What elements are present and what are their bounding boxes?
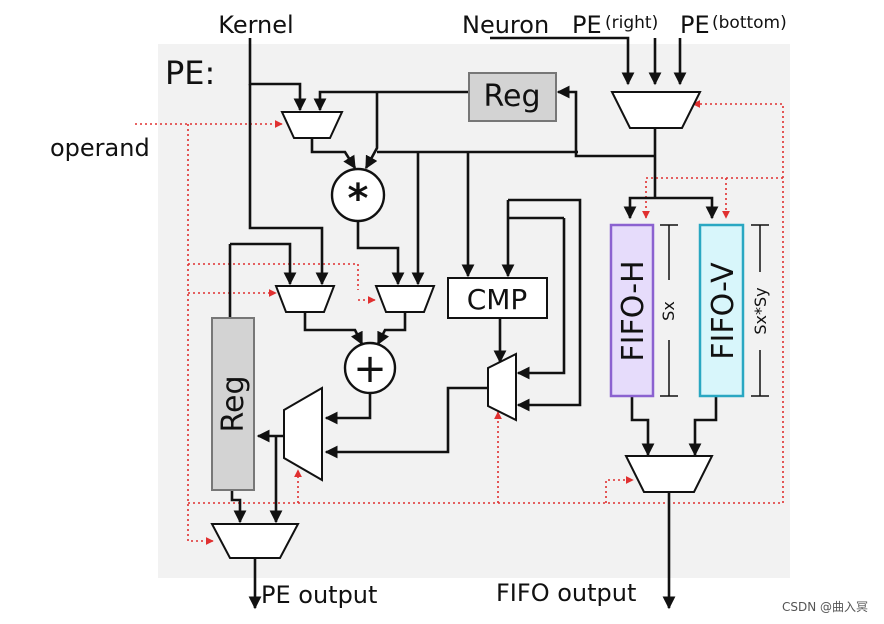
top-mux xyxy=(280,111,344,139)
fifo-h-out xyxy=(630,396,655,457)
to-fifo-v xyxy=(655,196,719,220)
fifo-v-depth-marker xyxy=(751,224,769,397)
kernel-down xyxy=(248,84,329,286)
fifo-h-depth-marker xyxy=(660,224,678,397)
reg-top-to-mux xyxy=(313,90,468,112)
fifo-v-box xyxy=(698,223,745,398)
cmp-mux xyxy=(487,352,517,422)
mult-out xyxy=(356,222,405,286)
pe-bottom-prefix: PE xyxy=(680,11,710,39)
control-to-fifo-h xyxy=(642,177,783,219)
mux-r-to-add xyxy=(376,312,407,346)
kernel-input-label: Kernel xyxy=(218,11,293,39)
fifo-output-mux xyxy=(624,455,714,493)
reg-top-box xyxy=(468,72,557,122)
fifo-h-label: FIFO-H xyxy=(616,260,651,361)
multiplier-symbol: * xyxy=(348,176,369,222)
add-to-left-mux xyxy=(324,392,372,425)
reg-to-out-mux xyxy=(230,490,247,524)
left-output-mux xyxy=(283,386,323,482)
pe-label: PE: xyxy=(165,54,215,92)
adder-symbol: + xyxy=(353,346,387,392)
watermark: CSDN @曲入冥 xyxy=(782,600,868,614)
multiplier xyxy=(330,167,386,223)
control-to-mux-l1 xyxy=(188,263,359,290)
adder-mux-right xyxy=(374,285,436,313)
neuron-to-top-right-mux xyxy=(490,36,635,86)
fifo-h-depth-label: Sx xyxy=(659,301,678,321)
left-control-rail xyxy=(187,124,214,545)
kernel-to-top-mux xyxy=(248,38,307,112)
left-branch-to-mux xyxy=(230,242,297,286)
fifo-v-out xyxy=(688,396,718,457)
mux-to-mult xyxy=(310,138,357,170)
pe-right-subscript: (right) xyxy=(605,13,658,33)
bus-to-cmp-mux xyxy=(508,198,582,412)
control-to-fifo-mux xyxy=(605,476,634,503)
bus-to-cmp-mux2 xyxy=(516,218,566,380)
cmp-label: CMP xyxy=(467,283,528,316)
pe-right-prefix: PE xyxy=(572,11,602,39)
neuron-input-label: Neuron xyxy=(462,11,549,39)
fifo-h-box xyxy=(609,223,655,398)
reg-top-down-to-mult xyxy=(364,92,379,170)
cmp-box xyxy=(447,277,548,319)
to-reg-top xyxy=(556,85,655,158)
pe-output-mux xyxy=(210,523,300,559)
pe-bottom-subscript: (bottom) xyxy=(712,13,787,33)
pe-output-label: PE output xyxy=(261,581,377,609)
cmpmux-to-left-mux xyxy=(324,386,488,459)
fifo-v-depth-label: Sx*Sy xyxy=(751,287,770,334)
operand-input-label: operand xyxy=(50,134,150,162)
data-lines xyxy=(228,36,719,610)
top-right-mux xyxy=(610,91,702,129)
control-lines xyxy=(135,100,784,545)
mux-l-to-add xyxy=(303,312,364,346)
fifo-output-label: FIFO output xyxy=(496,579,636,607)
reg-left-box xyxy=(211,317,255,491)
reg-top-label: Reg xyxy=(484,79,541,114)
reg-left-label: Reg xyxy=(216,376,251,433)
fifo-v-label: FIFO-V xyxy=(706,262,741,360)
to-fifo-h xyxy=(623,196,655,220)
adder-mux-left xyxy=(274,285,336,313)
adder xyxy=(343,341,397,395)
